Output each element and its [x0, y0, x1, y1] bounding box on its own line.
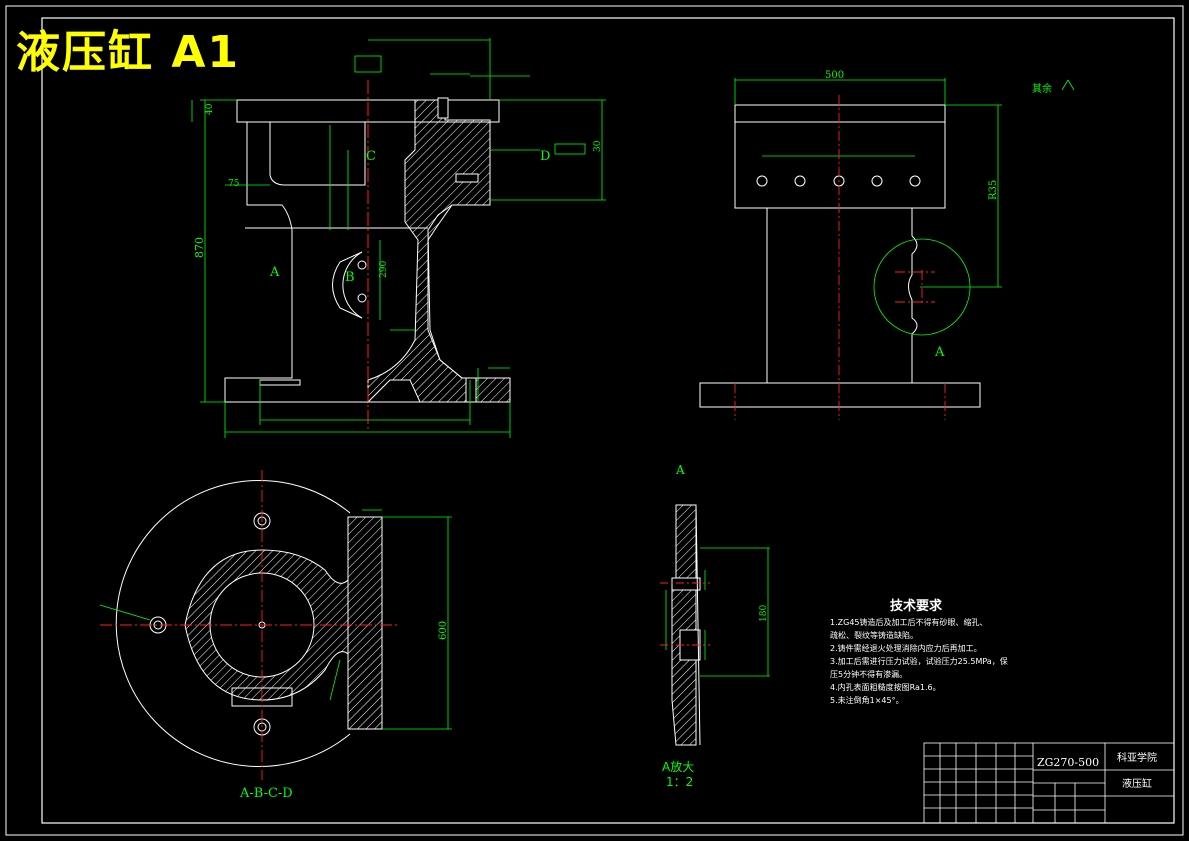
dim-30: 30 [593, 140, 603, 152]
side-view [699, 104, 981, 408]
tech-item: 5.未注倒角1×45°。 [830, 696, 904, 705]
inner-frame [41, 17, 1175, 824]
detail-view [671, 504, 701, 746]
outer-frame [5, 5, 1184, 836]
label-b: B [345, 270, 355, 285]
tech-requirements-heading: 技术要求 [890, 599, 943, 614]
section-centerlines [100, 470, 400, 780]
dim-75: 75 [228, 179, 240, 189]
tech-item: 4.内孔表面粗糙度按图Ra1.6。 [830, 683, 941, 692]
dim-870: 870 [193, 237, 206, 258]
school-name: 科亚学院 [1117, 751, 1157, 764]
dim-290: 290 [379, 261, 389, 278]
detail-name: A放大 [662, 759, 694, 774]
surface-roughness-note: 其余 [1032, 82, 1052, 95]
drawing-title: 液压缸 A1 [16, 27, 240, 78]
tech-item: 疏松、裂纹等铸造缺陷。 [830, 631, 918, 640]
tech-item: 1.ZG45铸造后及加工后不得有砂眼、缩孔、 [830, 618, 988, 627]
dim-40: 40 [205, 103, 215, 115]
detail-dimensions [665, 547, 770, 677]
label-a-side: A [934, 345, 945, 360]
tech-item: 2.铸件需经退火处理消除内应力后再加工。 [830, 644, 982, 653]
dim-180: 180 [759, 605, 769, 622]
detail-title: A [675, 463, 685, 477]
title-block [923, 742, 1175, 824]
label-a-front: A [269, 265, 280, 280]
label-c: C [366, 149, 376, 164]
dim-500: 500 [825, 70, 844, 81]
section-dimensions [99, 509, 452, 730]
detail-scale: 1：2 [666, 775, 693, 789]
tech-item: 3.加工后需进行压力试验，试验压力25.5MPa，保 [830, 657, 1008, 666]
dim-600: 600 [438, 621, 449, 640]
technical-requirements: 技术要求 1.ZG45铸造后及加工后不得有砂眼、缩孔、 疏松、裂纹等铸造缺陷。 … [830, 600, 1008, 707]
section-label: A-B-C-D [239, 786, 293, 801]
front-view-dimensions [191, 38, 606, 438]
label-d: D [540, 149, 550, 164]
part-name: 液压缸 [1122, 777, 1152, 790]
tech-item: 压5分钟不得有渗漏。 [830, 670, 908, 679]
front-view [224, 80, 511, 430]
side-view-dimensions [734, 78, 1075, 336]
drawing-number: ZG270-500 [1037, 756, 1099, 769]
section-view [115, 480, 383, 767]
dim-r35: R35 [988, 180, 999, 200]
side-view-centerlines [734, 95, 946, 420]
